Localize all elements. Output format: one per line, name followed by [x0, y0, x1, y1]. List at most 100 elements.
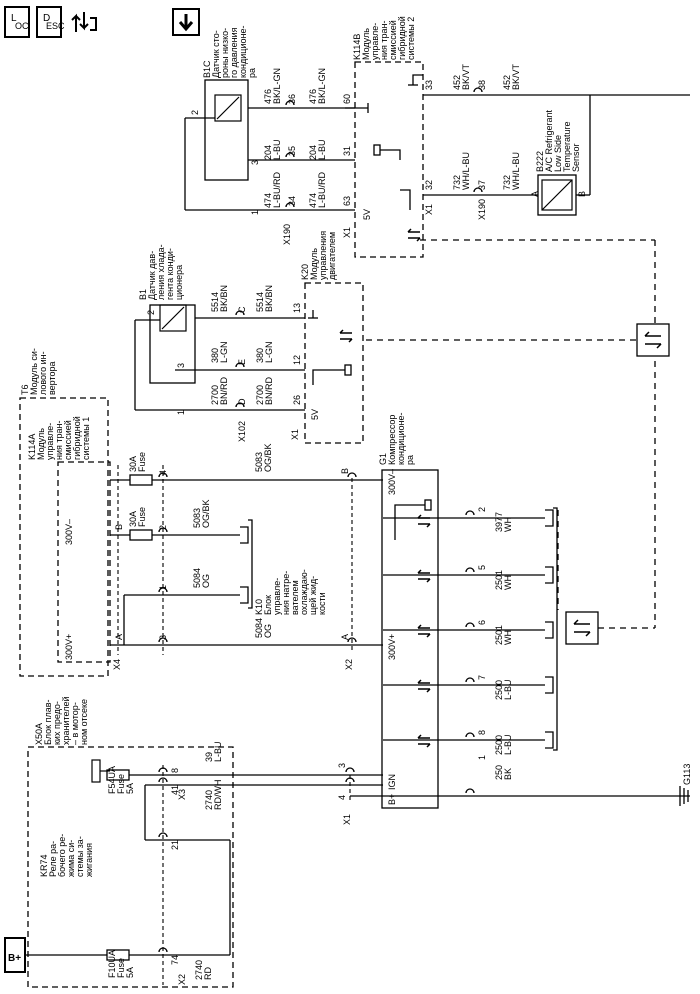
svg-text:3: 3 — [176, 363, 186, 368]
svg-text:41: 41 — [170, 785, 180, 795]
svg-text:7: 7 — [477, 675, 487, 680]
fuse-30a-b — [129, 529, 153, 541]
k114b-box — [354, 61, 424, 258]
wire-380a: 380L-GN — [210, 341, 229, 363]
wire-204b: 204L-BU — [308, 139, 327, 160]
svg-text:21: 21 — [170, 840, 180, 850]
svg-text:37: 37 — [477, 180, 487, 190]
label-k10: K10 Блок управле- ния натре- вателем охл… — [254, 567, 327, 615]
battery-label: B+ — [8, 953, 21, 964]
kr74-relay — [91, 759, 110, 783]
k10-bracket — [248, 519, 253, 609]
t6-300plus-label: 300V+ — [64, 634, 74, 660]
wire-476a: 476BK/L-GN — [263, 68, 282, 104]
conn-x1-g1: X1 — [342, 814, 352, 825]
svg-text:1: 1 — [158, 585, 168, 590]
label-b222: B222 A/C Refrigerant Low Side Temperatur… — [535, 107, 581, 172]
label-fuse-30a-b: 30A Fuse — [128, 507, 147, 527]
f10ua-fuse — [106, 949, 130, 961]
conn-x3: X3 — [177, 789, 187, 800]
connector-arrows-icon — [71, 12, 97, 32]
svg-text:60: 60 — [342, 94, 352, 104]
wire-2500a: 2500L-BU — [494, 734, 513, 755]
wire-732a: 732WH/L-BU — [452, 152, 471, 190]
svg-text:2: 2 — [158, 525, 168, 530]
k20-5v: 5V — [310, 409, 320, 420]
svg-text:E: E — [237, 359, 247, 365]
connector-view-button[interactable] — [70, 6, 100, 38]
kb-5v: 5V — [362, 209, 372, 220]
toolbar: L OC D ESC — [0, 0, 700, 60]
svg-text:A: A — [114, 634, 124, 640]
svg-text:A: A — [340, 634, 350, 640]
wire-732b: 732WH/L-BU — [502, 152, 521, 190]
g113-ground — [679, 786, 689, 806]
label-t6: T6 Модуль си- лового ин- вертора — [20, 346, 57, 395]
svg-text:12: 12 — [292, 355, 302, 365]
arrow-down-icon — [178, 14, 194, 32]
conn-x102: X102 — [237, 421, 247, 442]
wire-5514b: 5514BK/BN — [255, 285, 274, 312]
wire-2740-rd: 2740RD — [194, 960, 213, 980]
conn-x190a: X190 — [282, 224, 292, 245]
connector-labels: X1 X2 X3 X2 X4 X102 X1 X190 X1 X1 X190 — [112, 199, 487, 985]
page-down-button[interactable] — [172, 8, 200, 36]
label-k20: K20 Модуль управления двигателем — [300, 228, 337, 280]
label-k114a: K114A Модуль управле- ния тран- смиссией… — [27, 414, 91, 460]
label-b1: B1 Датчик дав- ления хлада- гента конди-… — [138, 242, 184, 300]
label-x50a: X50A Блок плав- ких предо- хранителей – … — [34, 694, 89, 745]
conn-x2-fb: X2 — [177, 974, 187, 985]
wire-2700a: 2700BN/RD — [210, 376, 229, 405]
svg-text:6: 6 — [477, 620, 487, 625]
ign-label: IGN — [387, 774, 397, 790]
wire-474a: 474L-BU/RD — [263, 171, 282, 208]
label-fuse-30a-a: 30A Fuse — [128, 452, 147, 472]
module-boxes — [19, 61, 577, 988]
svg-text:63: 63 — [342, 196, 352, 206]
misc-labels: IGN B+ 300V– 300V+ 300V– 300V+ 5V 5V G11… — [8, 209, 692, 964]
svg-text:38: 38 — [477, 80, 487, 90]
serial-data-lines — [366, 239, 656, 629]
location-button[interactable]: L OC — [4, 6, 30, 38]
g113-label: G113 — [682, 764, 692, 785]
svg-text:74: 74 — [170, 955, 180, 965]
wire-2740-rdwh: 2740RD/WH — [204, 780, 223, 811]
wire-474b: 474L-BU/RD — [308, 171, 327, 208]
wire-2700b: 2700BN/RD — [255, 376, 274, 405]
wire-2501b: 2501WH — [494, 570, 513, 590]
desc-sub-text: ESC — [46, 21, 65, 31]
svg-text:4: 4 — [337, 795, 347, 800]
connector-lines — [117, 465, 353, 985]
diagram-labels: X50A Блок плав- ких предо- хранителей – … — [20, 16, 581, 978]
wire-2501a: 2501WH — [494, 625, 513, 645]
svg-text:1: 1 — [477, 755, 487, 760]
description-button[interactable]: D ESC — [36, 6, 65, 38]
v300plus-label: 300V+ — [387, 634, 397, 660]
wire-5083a: 5083OG/BK — [192, 499, 211, 528]
wire-5084b: 5084OG — [254, 618, 273, 638]
svg-text:8: 8 — [170, 768, 180, 773]
label-g1: G1 Компрессор кондиционе- ра — [378, 410, 415, 465]
wire-39: 39L-BU — [204, 741, 223, 762]
label-f10ua: F10UA Fuse 5A — [107, 948, 135, 978]
wire-452b: 452BK/VT — [502, 63, 521, 90]
serial-data-icons — [565, 323, 670, 645]
loc-sub-text: OC — [15, 21, 29, 31]
wire-476b: 476BK/L-GN — [308, 68, 327, 104]
svg-text:3: 3 — [337, 763, 347, 768]
svg-text:B: B — [577, 191, 587, 197]
wires — [24, 94, 690, 956]
t6-box — [19, 397, 109, 677]
svg-text:13: 13 — [292, 303, 302, 313]
conn-x1-k20: X1 — [290, 429, 300, 440]
wire-250: 250BK — [494, 765, 513, 780]
svg-text:31: 31 — [342, 146, 352, 156]
svg-text:26: 26 — [292, 395, 302, 405]
wire-labels: 2740RD 2740RD/WH 39L-BU 250BK 2500L-BU 2… — [192, 63, 521, 980]
svg-text:2: 2 — [146, 310, 156, 315]
wire-5083b: 5083OG/BK — [254, 443, 273, 472]
battery-box — [4, 937, 26, 973]
g1-box — [381, 469, 439, 809]
svg-text:5: 5 — [477, 565, 487, 570]
